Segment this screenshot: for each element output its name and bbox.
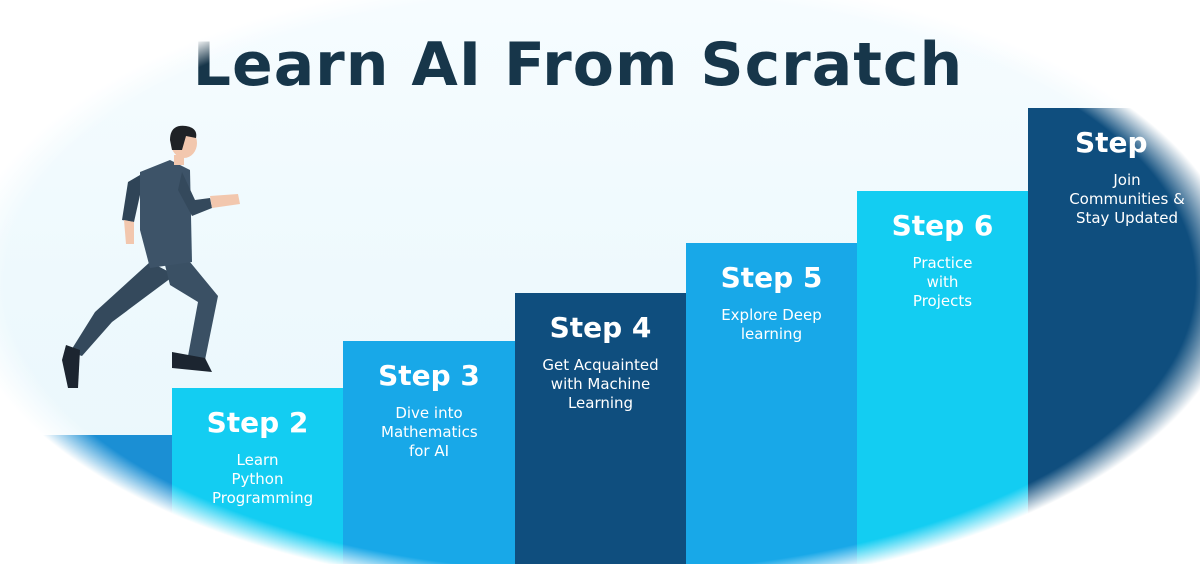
- man-back-leg: [62, 262, 175, 388]
- man-front-leg: [165, 262, 218, 372]
- man-head: [170, 125, 197, 165]
- man-back-arm: [122, 175, 140, 244]
- man-torso: [140, 160, 192, 268]
